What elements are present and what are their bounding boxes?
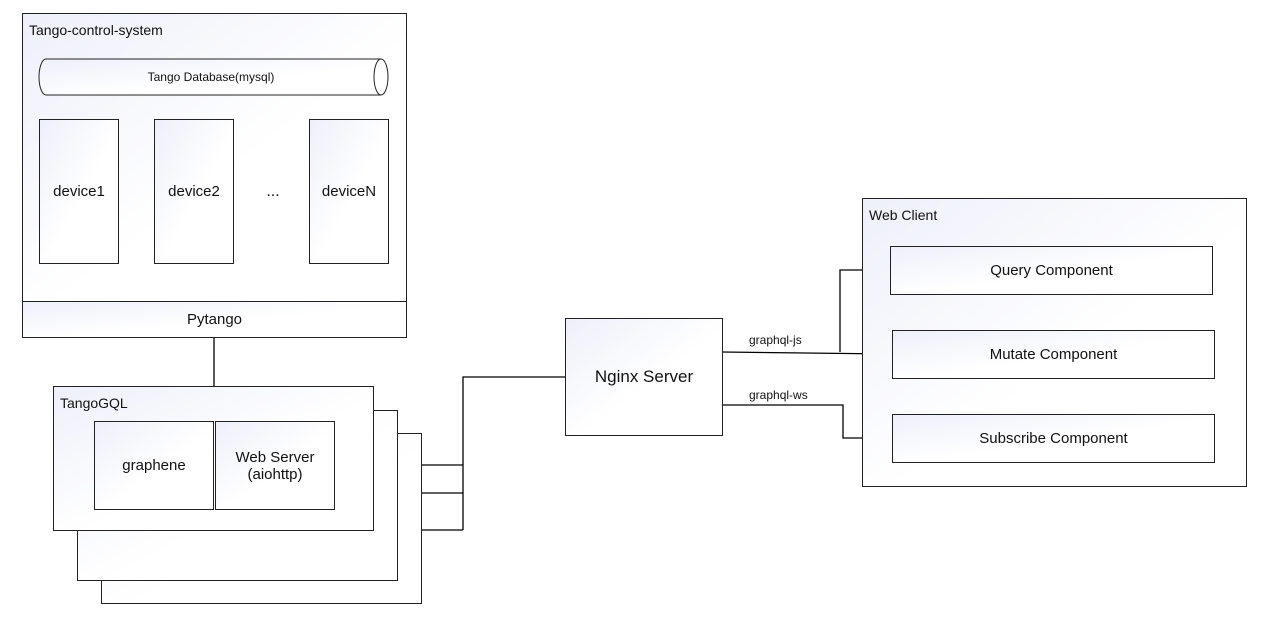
tangogql-title: TangoGQL (60, 395, 128, 411)
device-label: device1 (53, 183, 105, 200)
mutate-component-label: Mutate Component (989, 346, 1118, 363)
web-server-label: Web Server (235, 448, 315, 466)
graphql-ws-label: graphql-ws (749, 388, 808, 402)
device-box: device1 (39, 119, 119, 264)
nginx-server-box: Nginx Server (565, 318, 723, 436)
graphene-label: graphene (122, 457, 186, 474)
device-ellipsis: ... (266, 183, 280, 200)
database-label: Tango Database(mysql) (147, 70, 275, 84)
subscribe-component-label: Subscribe Component (979, 430, 1128, 447)
query-component-box: Query Component (890, 246, 1213, 295)
pytango-label: Pytango (186, 311, 243, 328)
subscribe-component-box: Subscribe Component (892, 414, 1215, 463)
database-cylinder (38, 58, 389, 96)
device-label: device2 (168, 183, 220, 200)
graphql-js-label: graphql-js (749, 333, 802, 347)
device-label: deviceN (321, 183, 377, 200)
graphene-box: graphene (94, 421, 214, 510)
pytango-bar: Pytango (22, 301, 407, 338)
web-client-title: Web Client (869, 207, 938, 223)
mutate-component-box: Mutate Component (892, 330, 1215, 379)
web-server-sublabel: (aiohttp) (247, 465, 303, 483)
device-box: device2 (154, 119, 234, 264)
trunk-to-nginx-line (462, 376, 566, 530)
device-box: deviceN (309, 119, 389, 264)
query-component-label: Query Component (990, 262, 1113, 279)
tango-control-system-title: Tango-control-system (29, 22, 163, 38)
web-server-box: Web Server (aiohttp) (215, 421, 335, 510)
nginx-server-label: Nginx Server (594, 367, 694, 386)
